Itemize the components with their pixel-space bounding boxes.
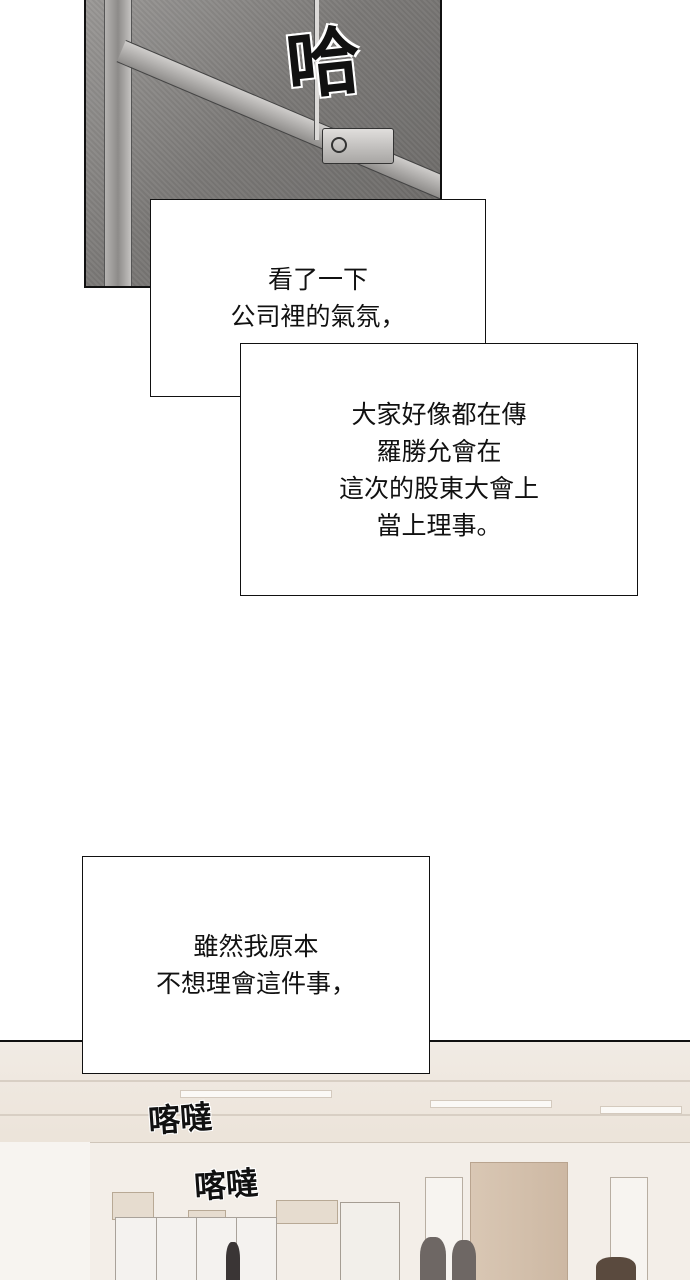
bottom-comic-panel: 喀噠 喀噠	[0, 1040, 690, 1280]
narration-box-2: 大家好像都在傳 羅勝允會在 這次的股東大會上 當上理事。	[240, 343, 638, 596]
ceiling-light	[600, 1106, 682, 1114]
office-worker	[452, 1240, 476, 1280]
office-worker	[420, 1237, 446, 1280]
narration-line: 羅勝允會在	[376, 436, 502, 466]
sound-effect-ha: 哈	[282, 17, 365, 111]
office-shelf	[340, 1202, 400, 1280]
office-left-wall	[0, 1142, 93, 1280]
storage-box	[276, 1200, 338, 1224]
narration-line: 看了一下	[267, 265, 368, 294]
support-rod	[314, 0, 319, 140]
office-worker	[226, 1242, 240, 1280]
office-worker	[596, 1257, 636, 1280]
narration-line: 這次的股東大會上	[338, 473, 539, 503]
top-comic-panel: 哈	[84, 0, 442, 288]
glass-clamp	[322, 128, 394, 164]
narration-line: 大家好像都在傳	[351, 399, 527, 429]
narration-line: 雖然我原本	[193, 932, 319, 961]
ceiling-line	[0, 1114, 690, 1116]
bolt-icon	[331, 137, 347, 153]
ceiling-line	[0, 1080, 690, 1082]
storage-box	[112, 1192, 154, 1220]
narration-line: 公司裡的氣氛，	[230, 302, 406, 331]
sound-effect-clack: 喀噠	[146, 1097, 214, 1141]
narration-box-3: 雖然我原本 不想理會這件事，	[82, 856, 430, 1074]
narration-line: 當上理事。	[376, 510, 502, 540]
sound-effect-clack: 喀噠	[192, 1163, 260, 1207]
ceiling-light	[180, 1090, 332, 1098]
ceiling-light	[430, 1100, 552, 1108]
filing-cabinet	[115, 1217, 277, 1280]
narration-line: 不想理會這件事，	[155, 969, 356, 998]
office-pillar	[470, 1162, 568, 1280]
